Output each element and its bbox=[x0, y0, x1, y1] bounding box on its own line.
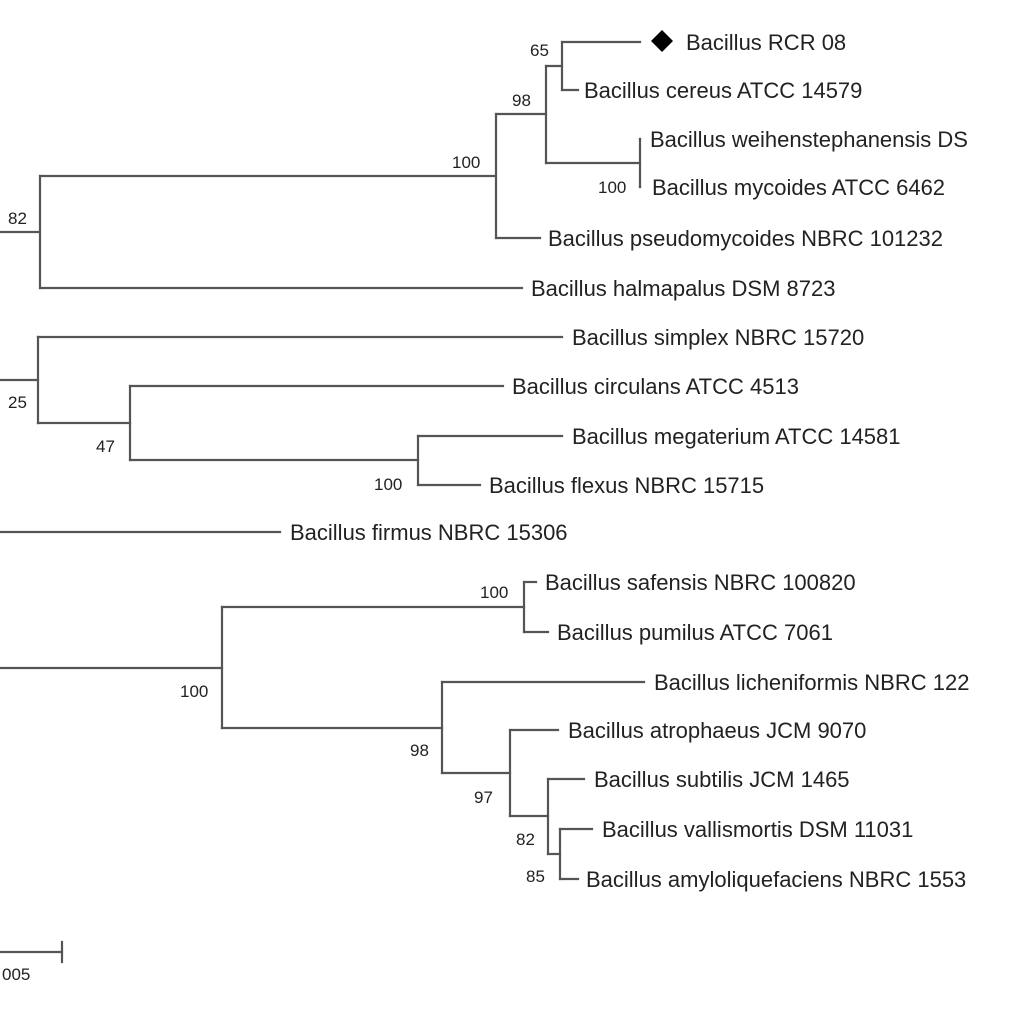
taxon-label-flexus: Bacillus flexus NBRC 15715 bbox=[489, 473, 764, 498]
bootstrap-n65: 65 bbox=[530, 41, 549, 60]
query-strain-marker-icon bbox=[651, 30, 673, 52]
taxon-label-halmap: Bacillus halmapalus DSM 8723 bbox=[531, 276, 836, 301]
bootstrap-n100a: 100 bbox=[452, 153, 480, 172]
bootstrap-n98b: 98 bbox=[410, 741, 429, 760]
bootstrap-n100c: 100 bbox=[374, 475, 402, 494]
bootstrap-n47: 47 bbox=[96, 437, 115, 456]
taxon-label-pumilus: Bacillus pumilus ATCC 7061 bbox=[557, 620, 833, 645]
bootstrap-n85: 85 bbox=[526, 867, 545, 886]
taxon-label-vallis: Bacillus vallismortis DSM 11031 bbox=[602, 817, 913, 842]
bootstrap-n100b: 100 bbox=[598, 178, 626, 197]
taxon-label-megaterium: Bacillus megaterium ATCC 14581 bbox=[572, 424, 901, 449]
taxon-label-cereus: Bacillus cereus ATCC 14579 bbox=[584, 78, 862, 103]
bootstrap-n100d: 100 bbox=[480, 583, 508, 602]
tree-labels: Bacillus RCR 08 Bacillus cereus ATCC 1457… bbox=[8, 30, 969, 892]
taxon-label-circulans: Bacillus circulans ATCC 4513 bbox=[512, 374, 799, 399]
taxon-label-pseudomyc: Bacillus pseudomycoides NBRC 101232 bbox=[548, 226, 943, 251]
taxon-label-atroph: Bacillus atrophaeus JCM 9070 bbox=[568, 718, 866, 743]
taxon-label-firmus: Bacillus firmus NBRC 15306 bbox=[290, 520, 568, 545]
taxon-label-weihen: Bacillus weihenstephanensis DS bbox=[650, 127, 968, 152]
scale-bar-label: 005 bbox=[2, 965, 30, 984]
bootstrap-n25: 25 bbox=[8, 393, 27, 412]
taxon-label-lichen: Bacillus licheniformis NBRC 122 bbox=[654, 670, 969, 695]
taxon-label-subtilis: Bacillus subtilis JCM 1465 bbox=[594, 767, 850, 792]
bootstrap-n82a: 82 bbox=[8, 209, 27, 228]
bootstrap-n82b: 82 bbox=[516, 830, 535, 849]
tree-branches bbox=[0, 40, 646, 881]
scale-bar: 005 bbox=[0, 940, 64, 984]
bootstrap-n98a: 98 bbox=[512, 91, 531, 110]
taxon-label-rcr08: Bacillus RCR 08 bbox=[686, 30, 846, 55]
taxon-label-safensis: Bacillus safensis NBRC 100820 bbox=[545, 570, 856, 595]
taxon-label-simplex: Bacillus simplex NBRC 15720 bbox=[572, 325, 864, 350]
bootstrap-n97: 97 bbox=[474, 788, 493, 807]
bootstrap-n100e: 100 bbox=[180, 682, 208, 701]
taxon-label-amylo: Bacillus amyloliquefaciens NBRC 1553 bbox=[586, 867, 966, 892]
taxon-label-mycoides: Bacillus mycoides ATCC 6462 bbox=[652, 175, 945, 200]
